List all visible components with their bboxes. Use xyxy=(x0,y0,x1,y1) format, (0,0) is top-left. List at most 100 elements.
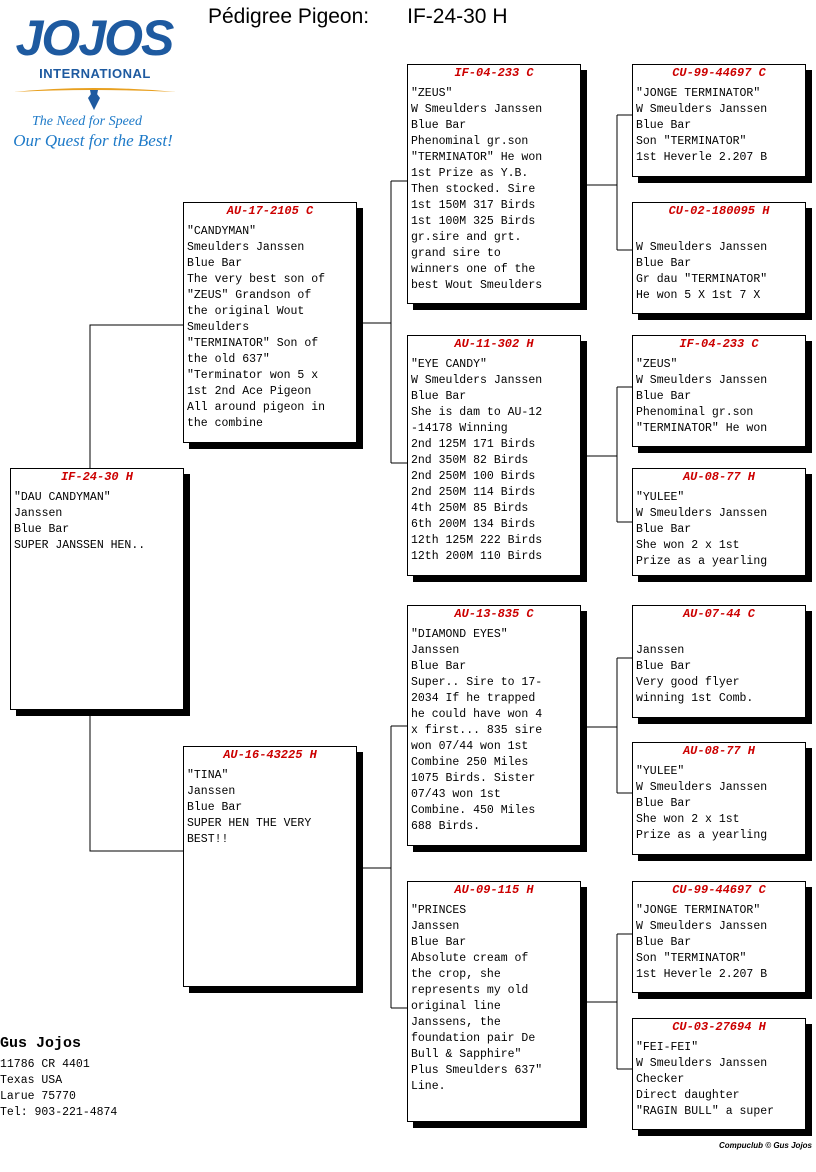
card-line: Janssen xyxy=(411,644,460,657)
card-line: W Smeulders Janssen xyxy=(636,103,768,116)
ring-number: AU-08-77 H xyxy=(682,744,755,758)
ring-number: AU-16-43225 H xyxy=(223,748,317,762)
pedigree-card: CU-99-44697 C "JONGE TERMINATOR" W Smeulde… xyxy=(632,64,806,177)
card-line: "ZEUS" Grandson of xyxy=(187,289,312,302)
card-line: 12th 200M 110 Birds xyxy=(411,550,543,563)
card-line: won 07/44 won 1st xyxy=(411,740,529,753)
card-line: Plus Smeulders 637" xyxy=(411,1064,543,1077)
card-line: W Smeulders Janssen xyxy=(636,374,768,387)
ring-number: AU-11-302 H xyxy=(454,337,534,351)
logo-sub: INTERNATIONAL xyxy=(39,66,151,81)
ring-number: AU-08-77 H xyxy=(682,470,755,484)
card-line: Blue Bar xyxy=(14,523,70,536)
card-line: Checker xyxy=(636,1073,685,1086)
ring-number: AU-13-835 C xyxy=(454,607,534,621)
ring-number: IF-04-233 C xyxy=(454,66,534,80)
card-line: 4th 250M 85 Birds xyxy=(411,502,529,515)
ring-number: IF-24-30 H xyxy=(60,470,133,484)
card-line: Smeulders Janssen xyxy=(187,241,305,254)
card-line: 1st Prize as Y.B. xyxy=(411,167,529,180)
card-line: Son "TERMINATOR" xyxy=(636,952,747,965)
pedigree-card: AU-11-302 H "EYE CANDY" W Smeulders Jansse… xyxy=(407,335,581,576)
card-line: 2034 If he trapped xyxy=(411,692,536,705)
card-line: Janssen xyxy=(187,785,236,798)
card-line: 1st Heverle 2.207 B xyxy=(636,151,768,164)
card-line: W Smeulders Janssen xyxy=(411,103,543,116)
card-line: Blue Bar xyxy=(636,936,692,949)
card-line: 2nd 250M 100 Birds xyxy=(411,470,536,483)
card-line: 1st Heverle 2.207 B xyxy=(636,968,768,981)
card-line: Blue Bar xyxy=(636,257,692,270)
card-line: he could have won 4 xyxy=(411,708,543,721)
card-line: 2nd 125M 171 Birds xyxy=(411,438,536,451)
card-line: x first... 835 sire xyxy=(411,724,543,737)
card-line: "CANDYMAN" xyxy=(187,225,257,238)
card-line: "FEI-FEI" xyxy=(636,1041,699,1054)
card-line: "TERMINATOR" He won xyxy=(636,422,768,435)
card-line: Blue Bar xyxy=(636,660,692,673)
card-line: "TERMINATOR" He won xyxy=(411,151,543,164)
card-line: "DAU CANDYMAN" xyxy=(14,491,111,504)
card-line: Phenominal gr.son xyxy=(411,135,529,148)
owner-info: Gus Jojos 11786 CR 4401 Texas USA Larue … xyxy=(0,1035,117,1121)
owner-line: Tel: 903-221-4874 xyxy=(0,1106,118,1119)
owner-line: 11786 CR 4401 xyxy=(0,1058,90,1071)
card-line: "TINA" xyxy=(187,769,229,782)
card-line: "ZEUS" xyxy=(636,358,678,371)
card-line: Gr dau "TERMINATOR" xyxy=(636,273,768,286)
card-line: "ZEUS" xyxy=(411,87,453,100)
logo-tagline-2: Our Quest for the Best! xyxy=(13,131,173,150)
title-pigeon-id: IF-24-30 H xyxy=(407,5,508,28)
card-line: W Smeulders Janssen xyxy=(636,781,768,794)
card-line: represents my old xyxy=(411,984,529,997)
ring-number: CU-99-44697 C xyxy=(672,66,766,80)
ring-number: AU-07-44 C xyxy=(682,607,755,621)
card-line: The very best son of xyxy=(187,273,326,286)
logo-tagline-1: The Need for Speed xyxy=(31,114,143,129)
card-line: W Smeulders Janssen xyxy=(636,1057,768,1070)
card-line: 2nd 350M 82 Birds xyxy=(411,454,529,467)
ring-number: CU-03-27694 H xyxy=(672,1020,766,1034)
title-label: Pédigree Pigeon: xyxy=(208,5,370,28)
card-line: Blue Bar xyxy=(636,523,692,536)
card-line: W Smeulders Janssen xyxy=(636,241,768,254)
card-line: "Terminator won 5 x xyxy=(187,369,319,382)
ring-number: CU-02-180095 H xyxy=(668,204,770,218)
card-line: the combine xyxy=(187,417,263,430)
card-line: Direct daughter xyxy=(636,1089,740,1102)
card-line: 6th 200M 134 Birds xyxy=(411,518,536,531)
card-line: W Smeulders Janssen xyxy=(411,374,543,387)
ring-number: AU-17-2105 C xyxy=(226,204,314,218)
card-line: Blue Bar xyxy=(411,936,467,949)
card-line: the original Wout xyxy=(187,305,305,318)
card-line: "EYE CANDY" xyxy=(411,358,487,371)
card-line: Son "TERMINATOR" xyxy=(636,135,747,148)
card-line: Janssen xyxy=(636,644,685,657)
card-line: Combine 250 Miles xyxy=(411,756,529,769)
card-line: Blue Bar xyxy=(411,119,467,132)
card-line: Smeulders xyxy=(187,321,250,334)
card-line: Absolute cream of xyxy=(411,952,529,965)
ring-number: AU-09-115 H xyxy=(454,883,534,897)
card-line: "JONGE TERMINATOR" xyxy=(636,87,761,100)
card-line: W Smeulders Janssen xyxy=(636,507,768,520)
card-line: Then stocked. Sire xyxy=(411,183,536,196)
card-line: All around pigeon in xyxy=(187,401,326,414)
